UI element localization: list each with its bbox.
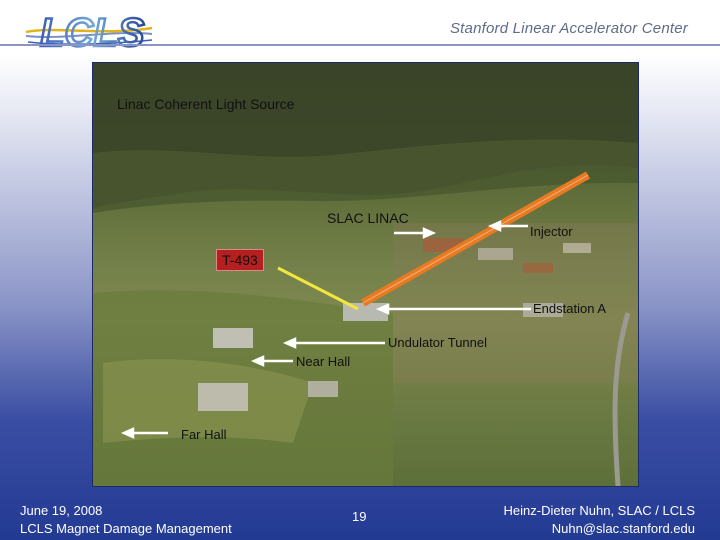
header-divider [0, 44, 720, 46]
footer-email: Nuhn@slac.stanford.edu [551, 521, 695, 536]
label-injector: Injector [530, 224, 573, 239]
label-far-hall: Far Hall [181, 427, 227, 442]
lcls-logo: LCLS [25, 10, 153, 56]
label-endstation-a: Endstation A [533, 301, 606, 316]
page-number: 19 [352, 509, 367, 524]
label-undulator-tunnel: Undulator Tunnel [388, 335, 488, 350]
photo-title: Linac Coherent Light Source [117, 96, 295, 112]
logo-text: LCLS [40, 11, 145, 55]
footer-right: Heinz-Dieter Nuhn, SLAC / LCLS Nuhn@slac… [504, 502, 695, 538]
photo-scene [93, 63, 638, 486]
label-near-hall: Near Hall [296, 354, 351, 369]
footer-left: June 19, 2008 LCLS Magnet Damage Managem… [20, 502, 232, 538]
aerial-photo: Linac Coherent Light Source SLAC LINAC I… [92, 62, 639, 487]
organization-name: Stanford Linear Accelerator Center [449, 20, 688, 37]
footer-talk-title: LCLS Magnet Damage Management [20, 521, 232, 536]
t493-line [277, 266, 359, 311]
label-t493: T-493 [216, 249, 264, 271]
label-slac-linac: SLAC LINAC [327, 210, 409, 226]
linac-line [361, 171, 590, 307]
footer-author: Heinz-Dieter Nuhn, SLAC / LCLS [503, 503, 695, 518]
footer-date: June 19, 2008 [20, 503, 103, 518]
